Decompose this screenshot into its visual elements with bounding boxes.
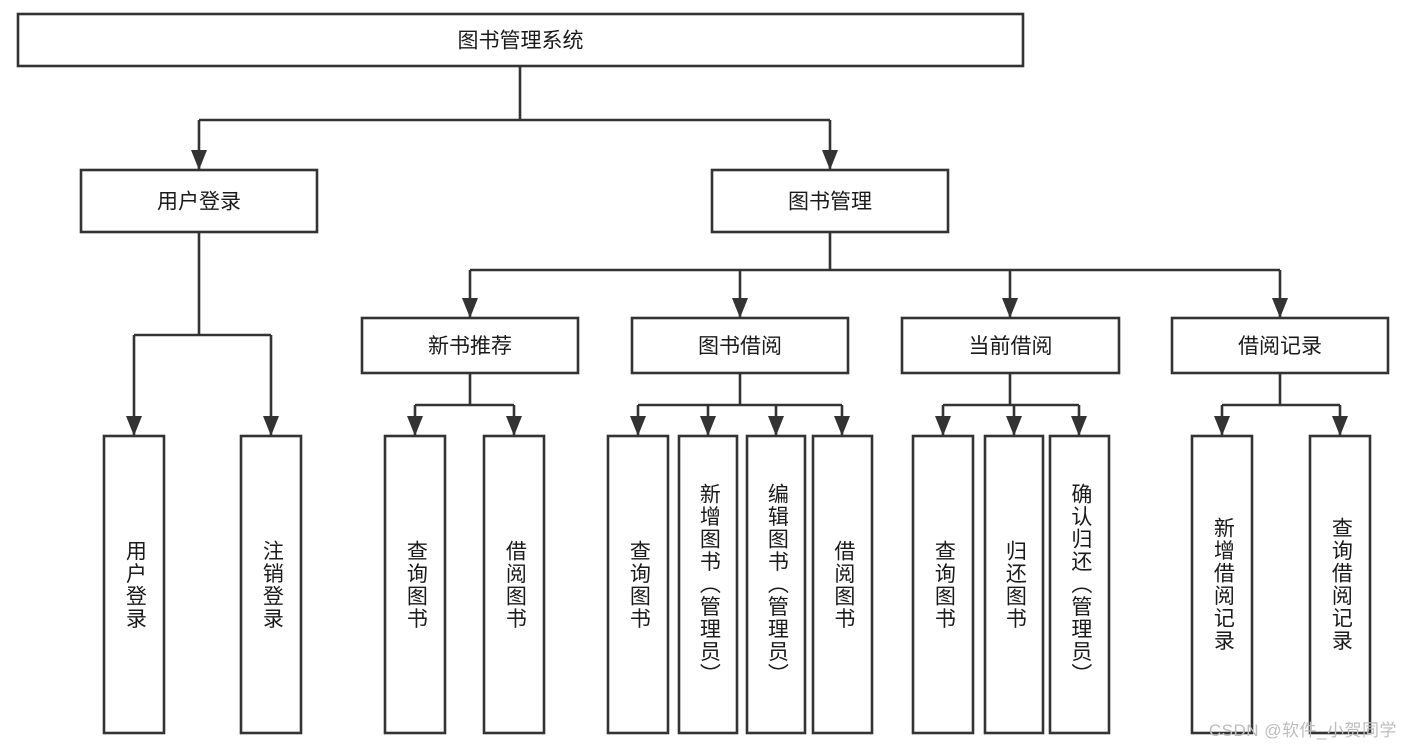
arrow-head-icon	[462, 298, 478, 318]
arrow-head-icon	[822, 150, 838, 170]
node-label-book-borrow: 图书借阅	[698, 335, 782, 358]
node-box-book-manage[interactable]	[710, 168, 950, 234]
node-box-leaf-borrow-book-1[interactable]	[482, 434, 546, 735]
watermark: CSDN @软件_小贺同学	[1208, 721, 1397, 740]
node-box-leaf-query-book-3[interactable]	[911, 434, 975, 735]
arrow-head-icon	[732, 298, 748, 318]
arrow-head-icon	[700, 416, 716, 436]
boxes-layer	[16, 12, 1390, 735]
node-box-root[interactable]	[16, 12, 1025, 68]
node-box-leaf-query-record[interactable]	[1308, 434, 1372, 735]
node-box-new-book-rec[interactable]	[360, 316, 580, 375]
arrow-head-icon	[1214, 416, 1230, 436]
connectors-layer	[126, 66, 1348, 436]
node-label-user-login: 用户登录	[157, 191, 241, 214]
node-label-root: 图书管理系统	[458, 30, 584, 53]
arrow-head-icon	[630, 416, 646, 436]
node-box-current-borrow[interactable]	[900, 316, 1121, 375]
node-box-leaf-add-book[interactable]	[677, 434, 739, 735]
node-box-leaf-edit-book[interactable]	[745, 434, 807, 735]
node-box-leaf-logout[interactable]	[239, 434, 303, 735]
arrow-head-icon	[1006, 416, 1022, 436]
node-box-leaf-return-book[interactable]	[983, 434, 1045, 735]
arrow-head-icon	[1071, 416, 1087, 436]
arrow-head-icon	[1332, 416, 1348, 436]
arrow-head-icon	[834, 416, 850, 436]
node-box-user-login[interactable]	[79, 168, 319, 234]
node-box-leaf-query-book-1[interactable]	[383, 434, 447, 735]
node-box-leaf-confirm-return[interactable]	[1048, 434, 1111, 735]
node-label-current-borrow: 当前借阅	[969, 335, 1053, 358]
arrow-head-icon	[126, 416, 142, 436]
node-box-borrow-records[interactable]	[1170, 316, 1390, 375]
arrow-head-icon	[191, 150, 207, 170]
node-box-leaf-query-book-2[interactable]	[606, 434, 670, 735]
arrow-head-icon	[935, 416, 951, 436]
arrow-head-icon	[407, 416, 423, 436]
arrow-head-icon	[506, 416, 522, 436]
arrow-head-icon	[263, 416, 279, 436]
node-box-leaf-add-record[interactable]	[1190, 434, 1254, 735]
node-label-new-book-rec: 新书推荐	[428, 335, 512, 358]
node-box-leaf-user-login[interactable]	[102, 434, 166, 735]
node-label-book-manage: 图书管理	[788, 191, 872, 214]
arrow-head-icon	[1002, 298, 1018, 318]
node-label-borrow-records: 借阅记录	[1238, 335, 1322, 358]
arrow-head-icon	[1272, 298, 1288, 318]
node-box-book-borrow[interactable]	[630, 316, 850, 375]
node-box-leaf-borrow-book-2[interactable]	[811, 434, 874, 735]
arrow-head-icon	[768, 416, 784, 436]
